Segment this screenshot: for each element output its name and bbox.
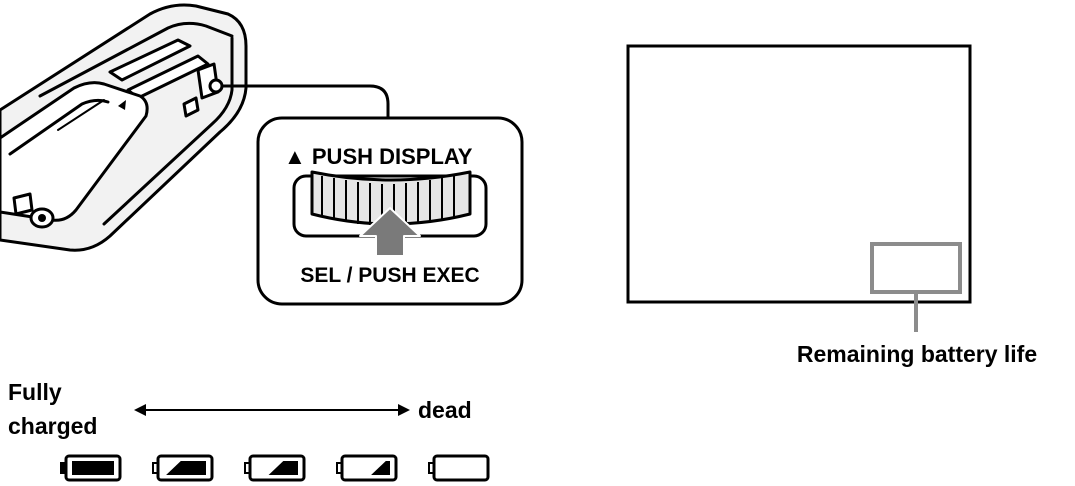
battery-pack-groove [57, 99, 105, 131]
push-display-label: ▲ PUSH DISPLAY [284, 144, 473, 169]
connector-jack-inner [38, 214, 46, 222]
charged-label: charged [8, 413, 97, 439]
remaining-battery-label: Remaining battery life [797, 341, 1037, 367]
battery-body [432, 454, 490, 482]
battery-pack-ridge [8, 98, 110, 156]
range-arrow [134, 404, 410, 416]
camcorder-side-edge [102, 36, 234, 226]
battery-level-icons [60, 454, 490, 482]
camcorder-top-ridge [38, 21, 234, 98]
top-slot [108, 38, 192, 82]
control-callout: ▲ PUSH DISPLAY SEL / PUSH EXEC [256, 116, 524, 306]
connector-mount [12, 192, 34, 216]
sel-push-exec-label: SEL / PUSH EXEC [300, 264, 479, 287]
screen-frame [626, 44, 972, 304]
dead-label: dead [418, 397, 472, 423]
battery-icon [428, 454, 490, 482]
battery-charge-fill [166, 461, 206, 475]
battery-indicator-area [870, 242, 962, 294]
battery-scale: Fully charged dead [8, 379, 490, 482]
side-button [182, 96, 200, 118]
battery-charge-fill [371, 461, 390, 475]
battery-icon [336, 454, 398, 482]
battery-icon [244, 454, 306, 482]
leader-line [208, 78, 390, 118]
leader-dot [208, 78, 224, 94]
battery-charge-fill [72, 461, 114, 475]
battery-pack [0, 81, 149, 222]
lcd-screen: Remaining battery life [626, 44, 1037, 367]
battery-icon [60, 454, 122, 482]
battery-release-mark [118, 100, 126, 110]
leader-path [222, 84, 390, 118]
camcorder-illustration [0, 3, 248, 252]
push-arrow-icon [359, 207, 421, 257]
battery-charge-fill [268, 461, 298, 475]
battery-icon [152, 454, 214, 482]
fully-label: Fully [8, 379, 62, 405]
